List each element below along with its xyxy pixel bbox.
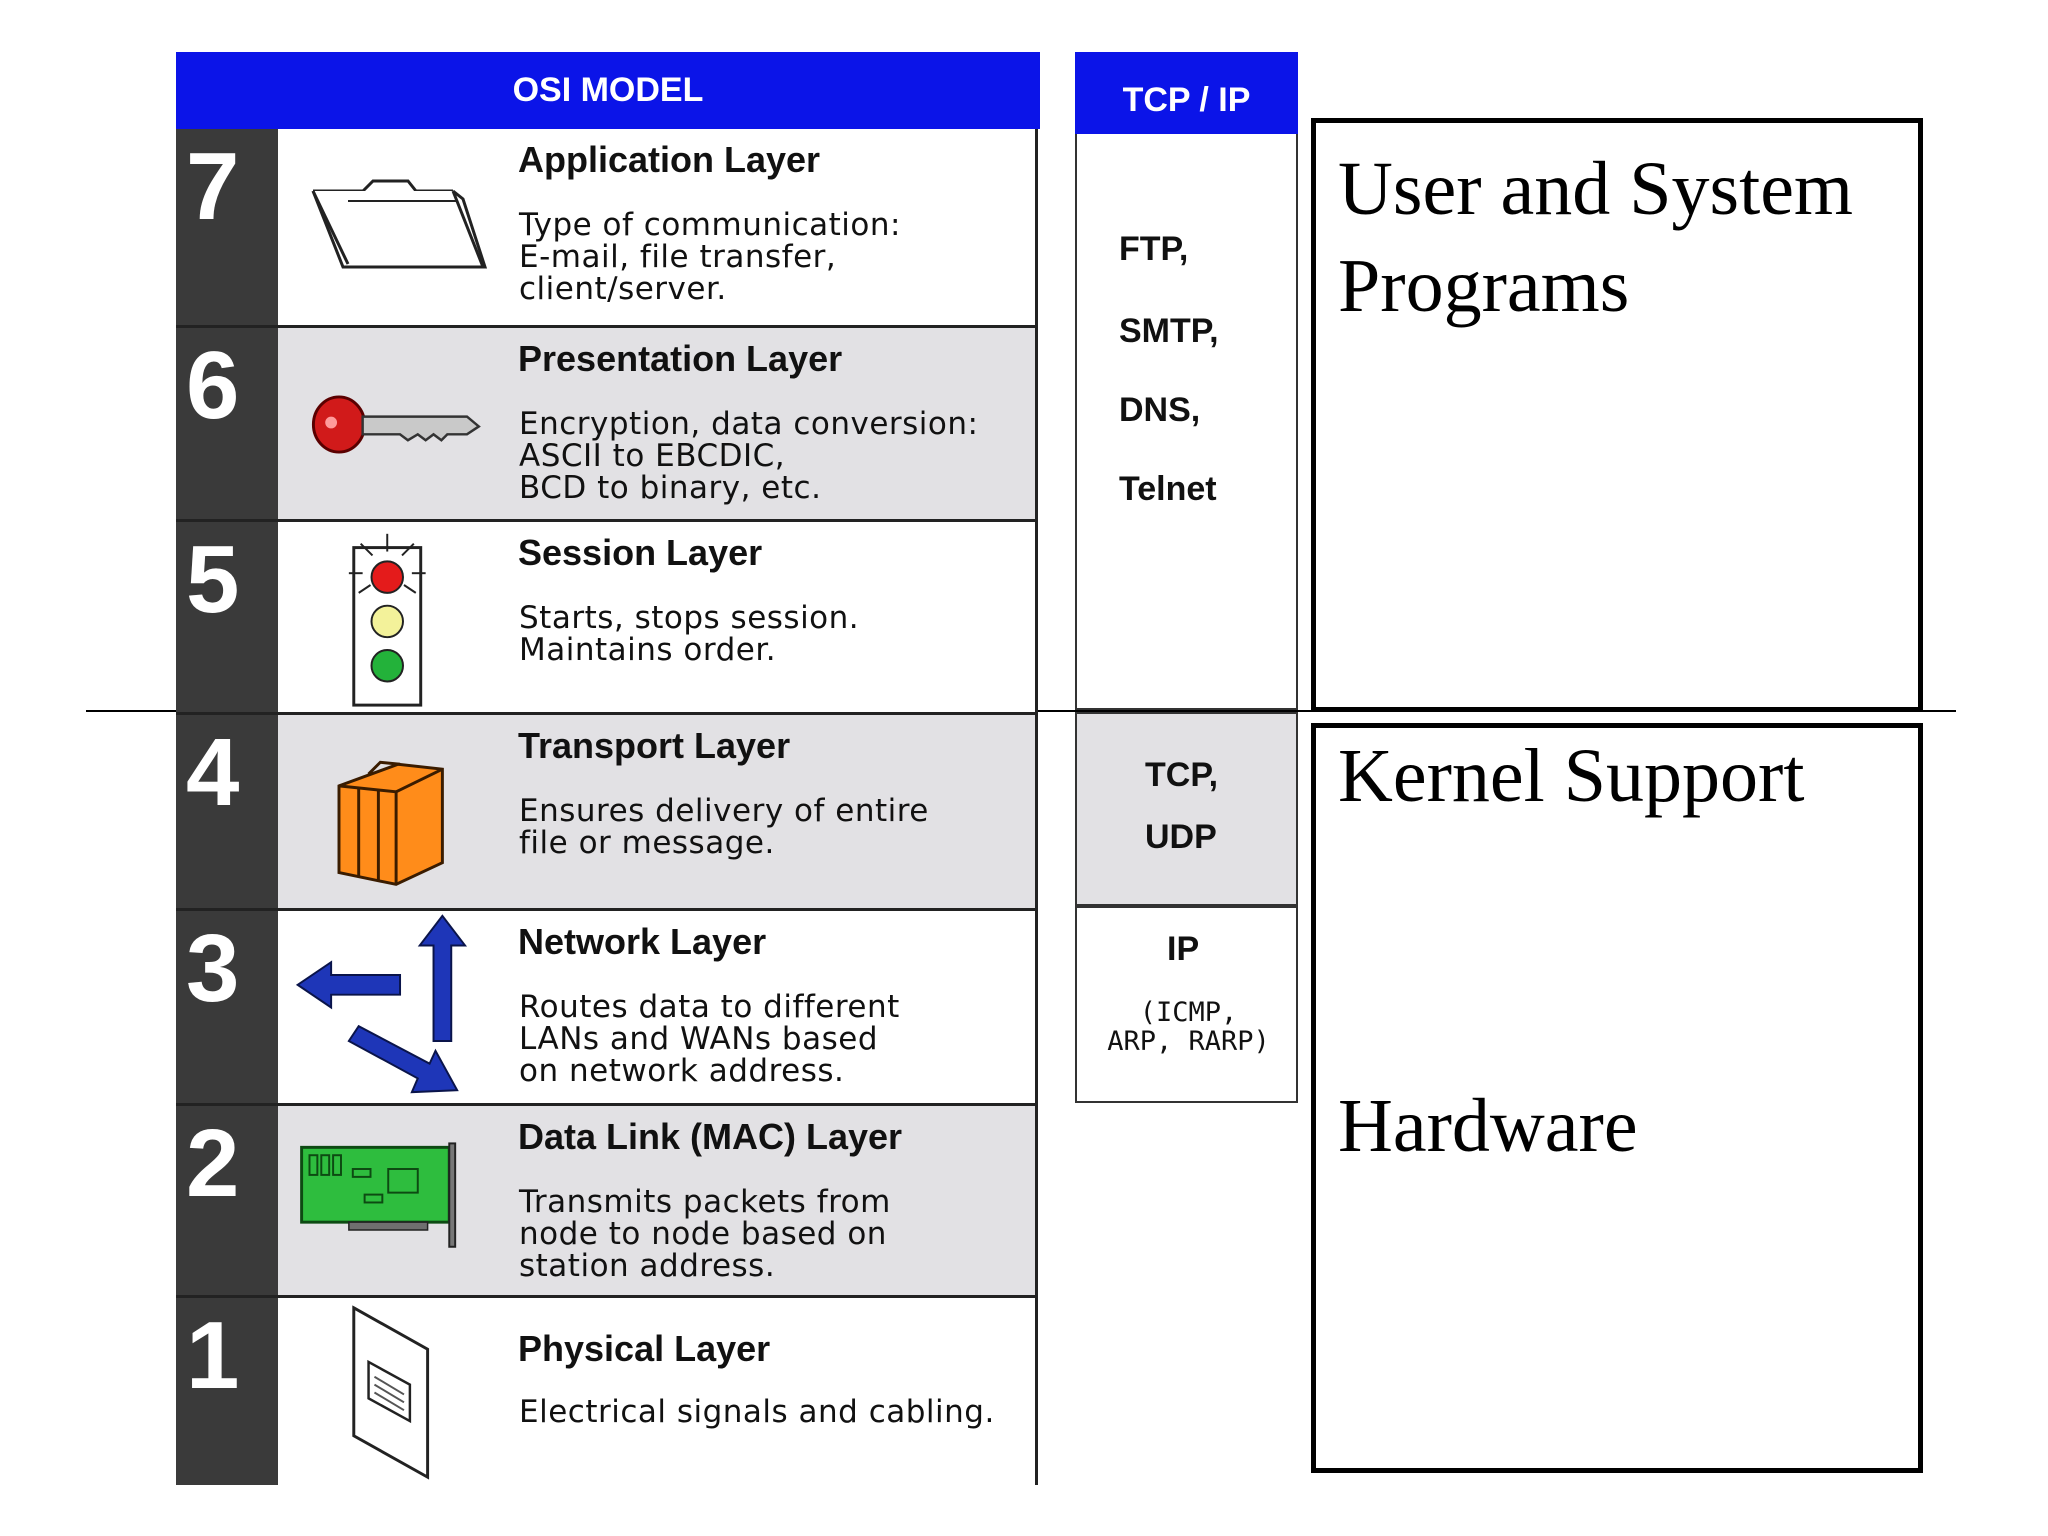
protocol-sublabel: (ICMP, ARP, RARP) (1107, 997, 1270, 1057)
layer-title: Physical Layer (518, 1328, 771, 1369)
protocol-label: TCP, (1145, 756, 1219, 794)
layer-title: Application Layer (518, 139, 821, 180)
protocol-label: SMTP, (1119, 312, 1219, 350)
protocol-label: DNS, (1119, 391, 1201, 429)
osi-header: OSI MODEL (176, 52, 1040, 129)
layer-number: 5 (186, 526, 240, 633)
arrows-icon (295, 914, 468, 1094)
layer-number: 4 (186, 719, 240, 826)
layer-description: Transmits packets from node to node base… (519, 1184, 891, 1284)
traffic-light-icon (348, 533, 426, 707)
layer-number: 2 (186, 1110, 240, 1217)
tcp-network-box: IP (ICMP, ARP, RARP) (1075, 906, 1298, 1103)
protocol-label: IP (1167, 930, 1200, 968)
user-programs-box: User and System Programs (1311, 118, 1923, 712)
hardware-label: Hardware (1338, 1084, 1638, 1168)
tcp-ip-header: TCP / IP (1075, 52, 1298, 134)
layer-title: Session Layer (518, 532, 763, 573)
layer-5-row: 5 Session Layer Starts, stops session. M… (176, 519, 1038, 712)
layer-1-row: 1 Physical Layer Electrical signals and … (176, 1295, 1038, 1485)
osi-model-table: OSI MODEL 7 Application Layer Type of co… (176, 52, 1040, 1485)
layer-number: 6 (186, 332, 240, 439)
layer-description: Routes data to different LANs and WANs b… (519, 989, 900, 1089)
user-programs-label: User and System Programs (1338, 147, 1854, 328)
key-icon (311, 395, 481, 454)
suitcase-icon (337, 760, 444, 886)
layer-number: 1 (186, 1302, 240, 1409)
layer-7-row: 7 Application Layer Type of communicatio… (176, 129, 1038, 325)
protocol-label: FTP, (1119, 230, 1189, 268)
layer-title: Data Link (MAC) Layer (518, 1116, 903, 1157)
layer-description: Starts, stops session. Maintains order. (519, 600, 860, 668)
tcp-application-box: FTP, SMTP, DNS, Telnet (1075, 134, 1298, 710)
layer-description: Electrical signals and cabling. (519, 1394, 995, 1430)
layer-6-row: 6 Presentation Layer Encryption, data co… (176, 325, 1038, 519)
layer-3-row: 3 Network Layer Routes data to different… (176, 908, 1038, 1103)
layer-title: Network Layer (518, 921, 767, 962)
cable-jack-icon (352, 1305, 430, 1480)
layer-description: Encryption, data conversion: ASCII to EB… (519, 406, 979, 506)
network-card-icon (300, 1142, 457, 1248)
kernel-support-label: Kernel Support (1338, 734, 1805, 818)
kernel-hardware-box: Kernel Support Hardware (1311, 723, 1923, 1473)
layer-description: Ensures delivery of entire file or messa… (519, 793, 929, 861)
folder-icon (311, 179, 488, 269)
layer-title: Presentation Layer (518, 338, 843, 379)
layer-2-row: 2 Data Link (MAC) Layer Transmits packet… (176, 1103, 1038, 1295)
protocol-label: UDP (1145, 818, 1217, 856)
protocol-label: Telnet (1119, 470, 1217, 508)
layer-4-row: 4 Transport Layer Ensures delivery of en… (176, 712, 1038, 908)
layer-number: 7 (186, 133, 240, 240)
tcp-transport-box: TCP, UDP (1075, 712, 1298, 906)
layer-number: 3 (186, 915, 240, 1022)
layer-title: Transport Layer (518, 725, 791, 766)
layer-description: Type of communication: E-mail, file tran… (519, 207, 901, 307)
